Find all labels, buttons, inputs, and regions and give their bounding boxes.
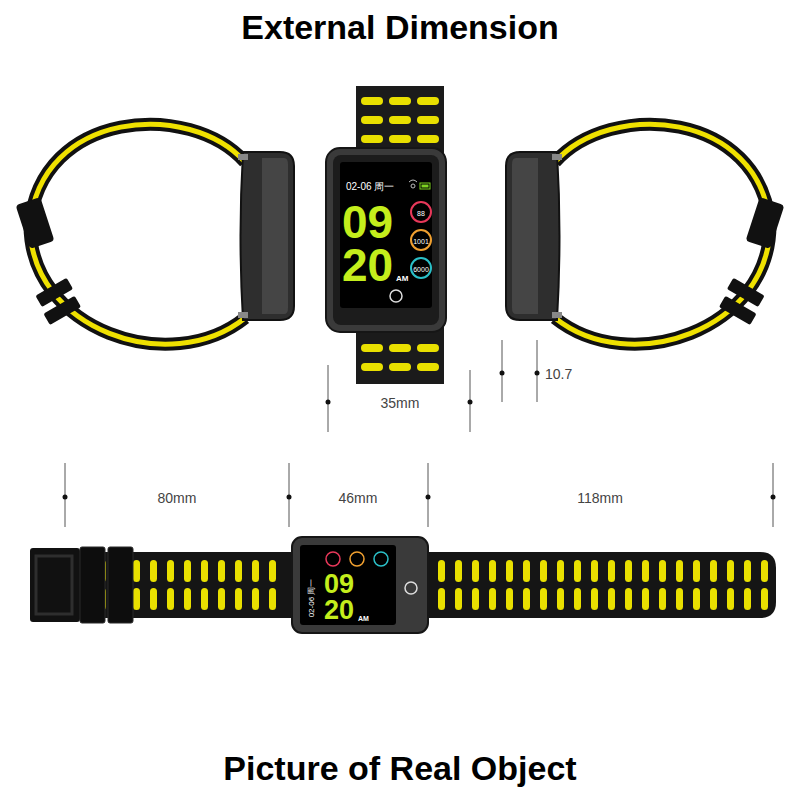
screen-hour: 09 <box>342 199 393 245</box>
screen-hour: 09 <box>324 571 354 598</box>
steps-value: 6000 <box>413 266 429 273</box>
diagram-title: External Dimension <box>241 10 558 44</box>
watch-case <box>326 148 446 332</box>
strap-lower <box>356 326 444 384</box>
screen-minute: 20 <box>342 242 393 288</box>
strap-holes <box>360 92 442 150</box>
calorie-ring <box>350 552 364 566</box>
watch-case <box>292 537 428 633</box>
side-view-right <box>506 124 784 344</box>
dimension-ticks <box>65 340 773 527</box>
calorie-ring <box>411 230 431 250</box>
home-button <box>390 290 402 302</box>
calorie-value: 1001 <box>413 238 429 245</box>
strap-holes <box>360 334 442 380</box>
watch-screen <box>340 162 432 308</box>
steps-ring <box>411 258 431 278</box>
screen-minute: 20 <box>324 597 354 624</box>
diagram-caption: Picture of Real Object <box>223 751 576 785</box>
heart-rate-value: 88 <box>417 210 425 217</box>
dimension-label: 46mm <box>339 491 378 505</box>
watch-bezel <box>333 155 439 325</box>
heart-ring <box>411 202 431 222</box>
watch-screen <box>300 545 396 625</box>
screen-date: 02-06 周一 <box>346 182 394 192</box>
strap-upper <box>356 86 444 156</box>
status-icons <box>409 180 430 189</box>
heart-ring <box>326 552 340 566</box>
dimension-label: 118mm <box>577 491 623 505</box>
screen-ampm: AM <box>358 615 369 622</box>
steps-ring <box>374 552 388 566</box>
dimension-dots <box>63 371 776 500</box>
side-view-left <box>16 124 294 344</box>
screen-ampm: AM <box>396 275 408 283</box>
home-button <box>405 582 417 594</box>
dimension-label: 10.7 <box>545 367 572 381</box>
screen-date: 02-06 周一 <box>308 579 316 618</box>
dimension-label: 80mm <box>158 491 197 505</box>
dimension-label: 35mm <box>381 396 420 410</box>
